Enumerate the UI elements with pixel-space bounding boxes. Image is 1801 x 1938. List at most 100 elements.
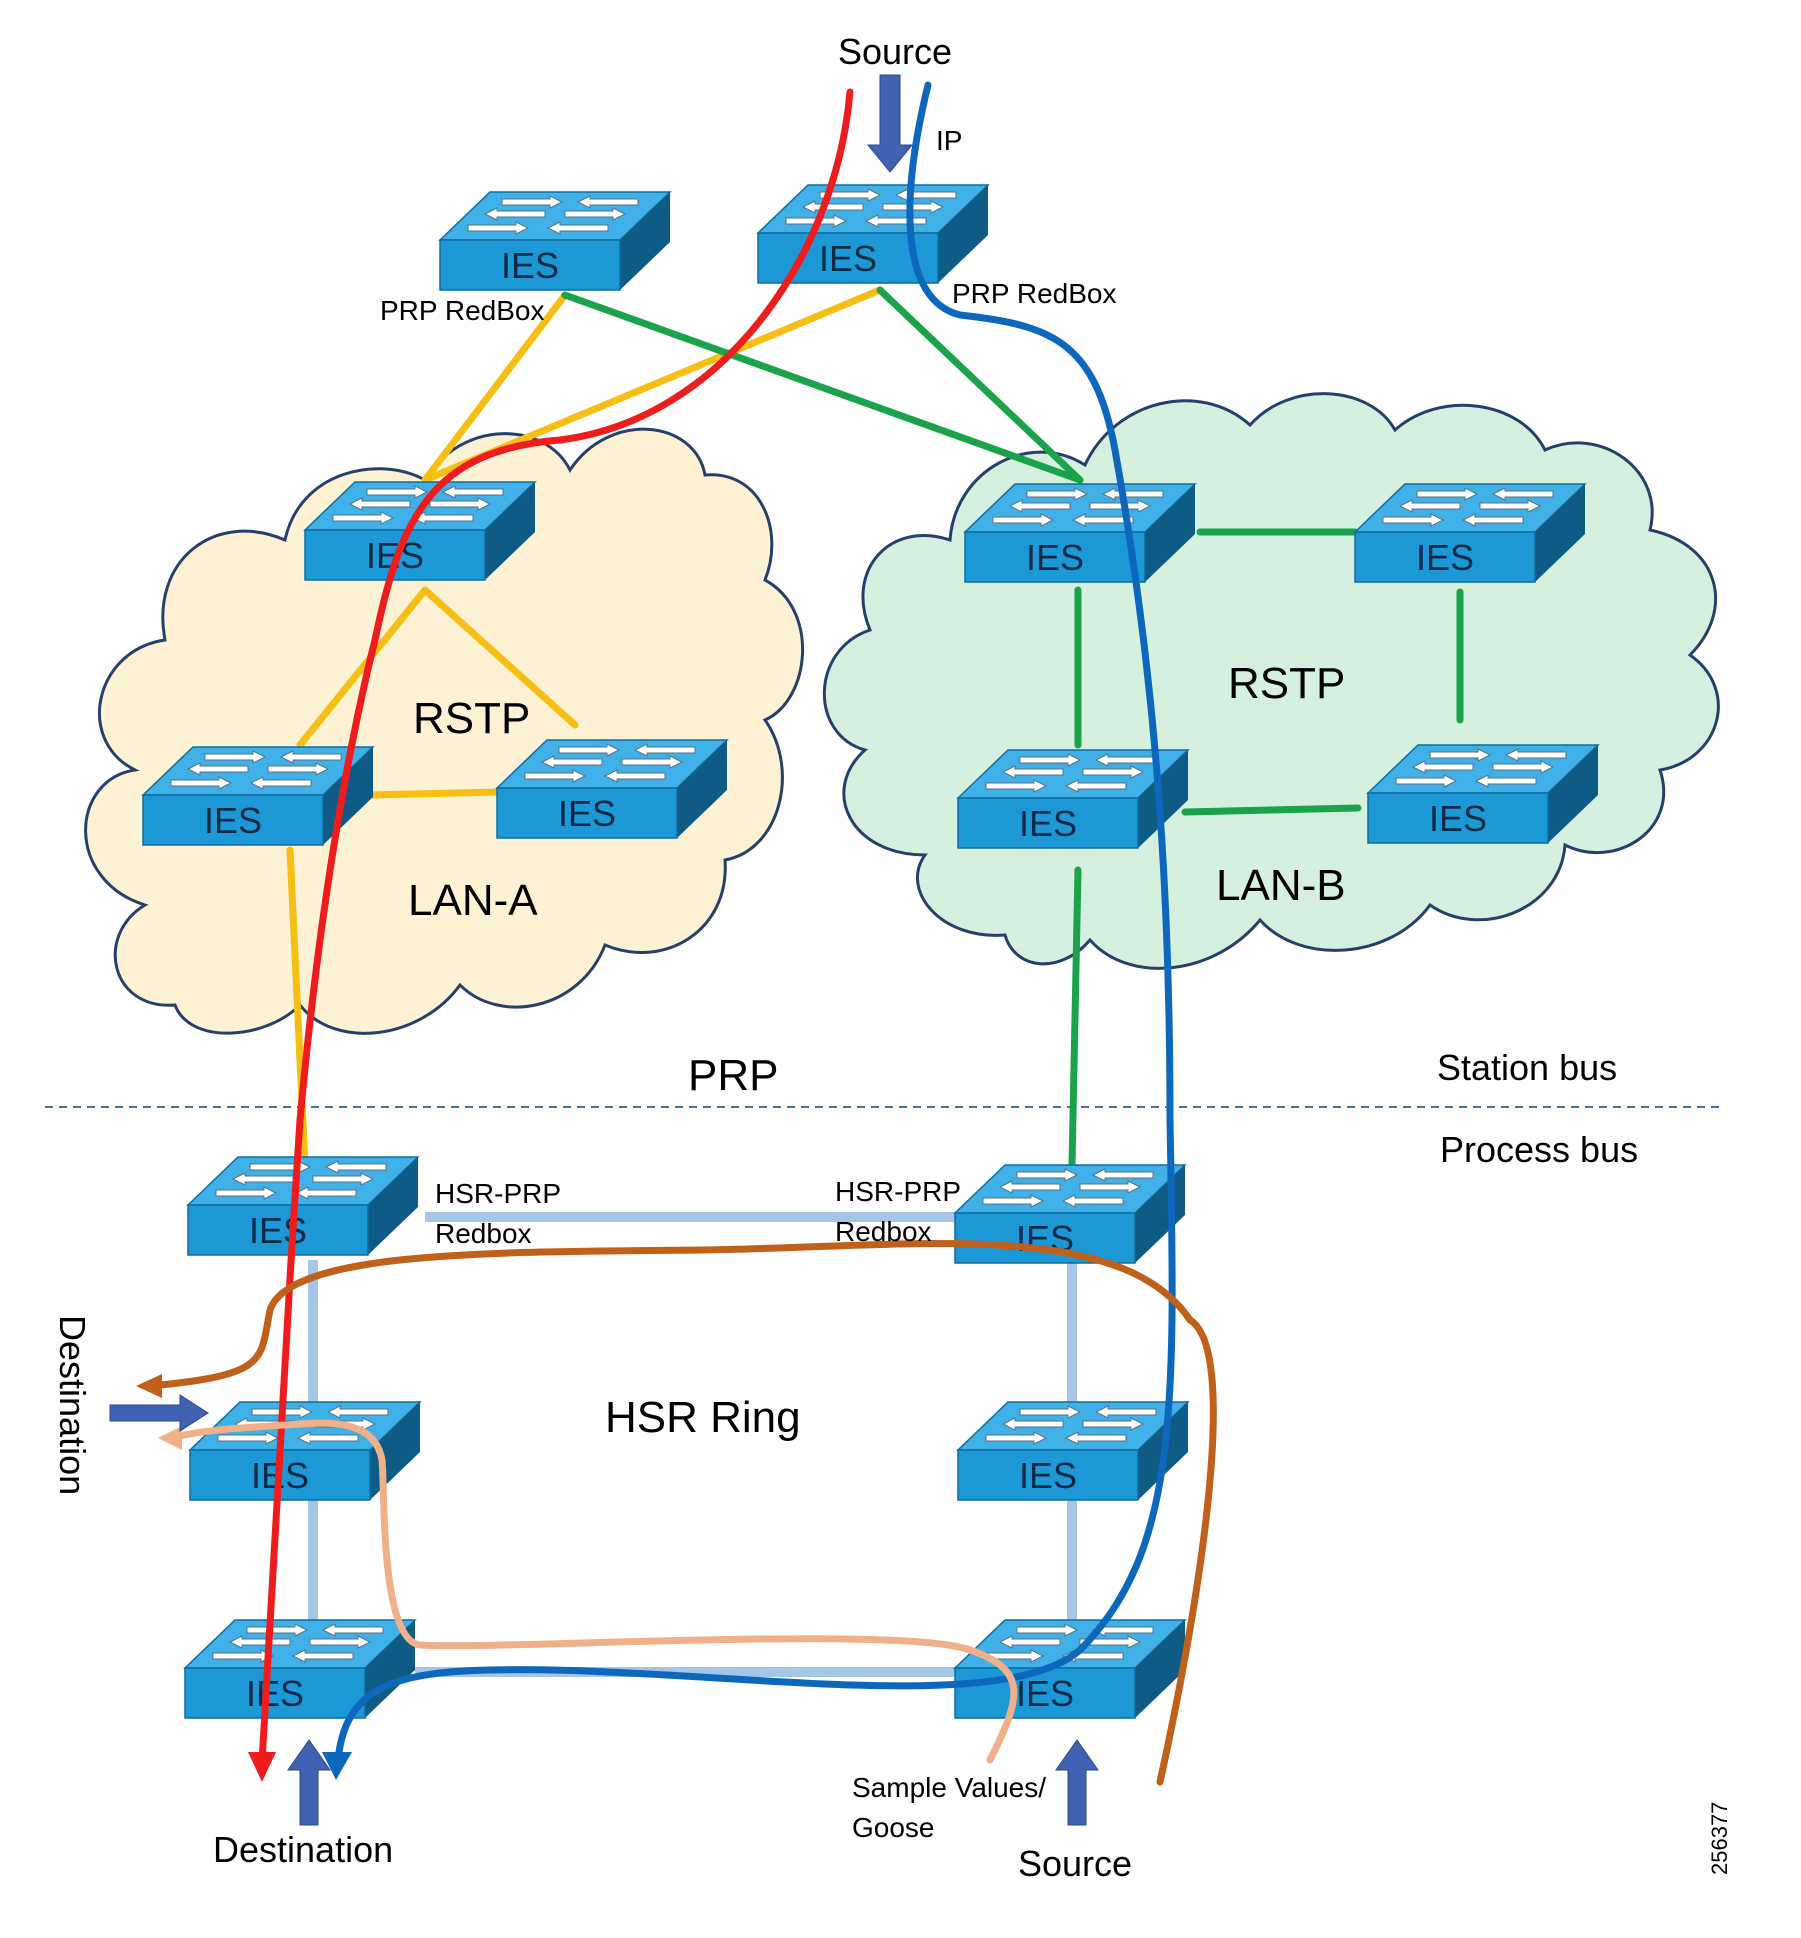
switch-side-face: [1548, 745, 1598, 843]
switch-prp-redbox-left: IES: [438, 191, 672, 291]
switch-hsr-bottom-right: IES: [953, 1619, 1187, 1719]
prp-label: PRP: [688, 1051, 778, 1100]
switch-label: IES: [246, 1673, 304, 1714]
switch-side-face: [1145, 484, 1195, 582]
switch-side-face: [485, 482, 535, 580]
hsr-prp-left-label-2: Redbox: [435, 1218, 532, 1249]
arrow-left-icon: [998, 1635, 1061, 1649]
lan-b-label: LAN-B: [1216, 861, 1346, 910]
arrow-right-icon: [1019, 1405, 1082, 1419]
arrow-left-icon: [1001, 765, 1064, 779]
switch-front-face: [142, 794, 324, 846]
figure-id-label: 256377: [1707, 1802, 1732, 1875]
switch-lan-b-top-left: IES: [963, 483, 1197, 583]
source-top-label: Source: [838, 31, 952, 72]
arrow-right-icon: [558, 743, 621, 757]
destination-side-label: Destination: [52, 1315, 93, 1495]
orange-goose-path: [146, 1240, 1217, 1786]
source-top-arrow: [866, 74, 914, 173]
switch-front-face: [496, 787, 678, 839]
switch-front-face: [957, 797, 1139, 849]
source-bottom-label: Source: [1018, 1843, 1132, 1884]
arrowheads: [136, 1374, 352, 1782]
arrow-left-icon: [279, 750, 342, 764]
arrow-left-icon: [1091, 1168, 1154, 1182]
switch-lan-b-bottom-right: IES: [1366, 744, 1600, 844]
arrow-left-icon: [633, 743, 696, 757]
switch-front-face: [187, 1204, 369, 1256]
arrow-left-icon: [321, 1623, 384, 1637]
switch-lan-b-top-right: IES: [1353, 483, 1587, 583]
arrow-left-icon: [801, 200, 864, 214]
arrow-right-icon: [429, 497, 492, 511]
prp-redbox-right-label: PRP RedBox: [952, 278, 1116, 309]
arrow-right-icon: [1479, 499, 1542, 513]
arrow-right-icon: [501, 195, 564, 209]
switch-label: IES: [558, 793, 616, 834]
switch-label: IES: [819, 238, 877, 279]
prp-redbox-left-label: PRP RedBox: [380, 295, 544, 326]
switch-hsr-mid-right: IES: [956, 1401, 1190, 1501]
arrow-left-icon: [540, 755, 603, 769]
peach-sampled-values-path: [168, 1419, 1018, 1764]
switch-label: IES: [204, 800, 262, 841]
arrow-right-icon: [204, 750, 267, 764]
arrow-left-icon: [1504, 748, 1567, 762]
arrow-right-icon: [467, 221, 530, 235]
blue-ip-path: [334, 81, 1176, 1764]
lan-b-links: [561, 286, 1464, 1169]
arrow-right-icon: [1082, 765, 1145, 779]
arrow-right-icon: [564, 207, 627, 221]
arrow-right-icon: [1395, 774, 1458, 788]
switch-label: IES: [1019, 803, 1077, 844]
switch-label: IES: [1026, 537, 1084, 578]
arrow-left-icon: [1101, 487, 1164, 501]
lan-a-cloud: [84, 427, 805, 1035]
arrow-right-icon: [217, 1431, 280, 1445]
switch-side-face: [938, 185, 988, 283]
switch-front-face: [954, 1212, 1136, 1264]
arrow-left-icon: [324, 1160, 387, 1174]
destination-bottom-label: Destination: [213, 1829, 393, 1870]
side-destination-arrow: [109, 1394, 209, 1432]
peach-path-arrowhead: [158, 1426, 182, 1450]
ip-label: IP: [936, 125, 962, 156]
arrow-right-icon: [1416, 487, 1479, 501]
arrow-left-icon: [1001, 1417, 1064, 1431]
arrow-left-icon: [603, 769, 666, 783]
arrow-right-icon: [1016, 1168, 1079, 1182]
arrow-right-icon: [1026, 487, 1089, 501]
switch-hsr-prp-redbox-left: IES: [186, 1156, 420, 1256]
switch-front-face: [964, 531, 1146, 583]
hsr-ring-label: HSR Ring: [605, 1393, 801, 1442]
arrow-right-icon: [312, 1172, 375, 1186]
switch-side-face: [1135, 1620, 1185, 1718]
arrow-left-icon: [441, 485, 504, 499]
bottom-source-arrow: [1055, 1739, 1099, 1826]
arrow-left-icon: [1398, 499, 1461, 513]
arrow-left-icon: [483, 207, 546, 221]
switch-front-face: [1354, 531, 1536, 583]
hsr-prp-right-label-1: HSR-PRP: [835, 1176, 961, 1207]
labels: Source IP PRP RedBox PRP RedBox RSTP LAN…: [52, 31, 1732, 1884]
arrow-right-icon: [332, 511, 395, 525]
switch-label: IES: [1019, 1455, 1077, 1496]
arrow-left-icon: [1461, 513, 1524, 527]
traffic-paths: [146, 81, 1217, 1786]
arrow-left-icon: [1064, 1431, 1127, 1445]
arrow-left-icon: [1411, 760, 1474, 774]
arrow-right-icon: [309, 1635, 372, 1649]
hsr-prp-left-label-1: HSR-PRP: [435, 1178, 561, 1209]
arrow-right-icon: [1016, 1623, 1079, 1637]
switch-label: IES: [1016, 1673, 1074, 1714]
arrow-right-icon: [1019, 753, 1082, 767]
arrow-left-icon: [228, 1635, 291, 1649]
arrow-left-icon: [291, 1649, 354, 1663]
arrow-right-icon: [1089, 499, 1152, 513]
red-path-arrowhead: [248, 1752, 276, 1782]
arrow-right-icon: [982, 1194, 1045, 1208]
arrow-right-icon: [1382, 513, 1445, 527]
switch-front-face: [954, 1667, 1136, 1719]
switch-lan-a-right: IES: [495, 739, 729, 839]
